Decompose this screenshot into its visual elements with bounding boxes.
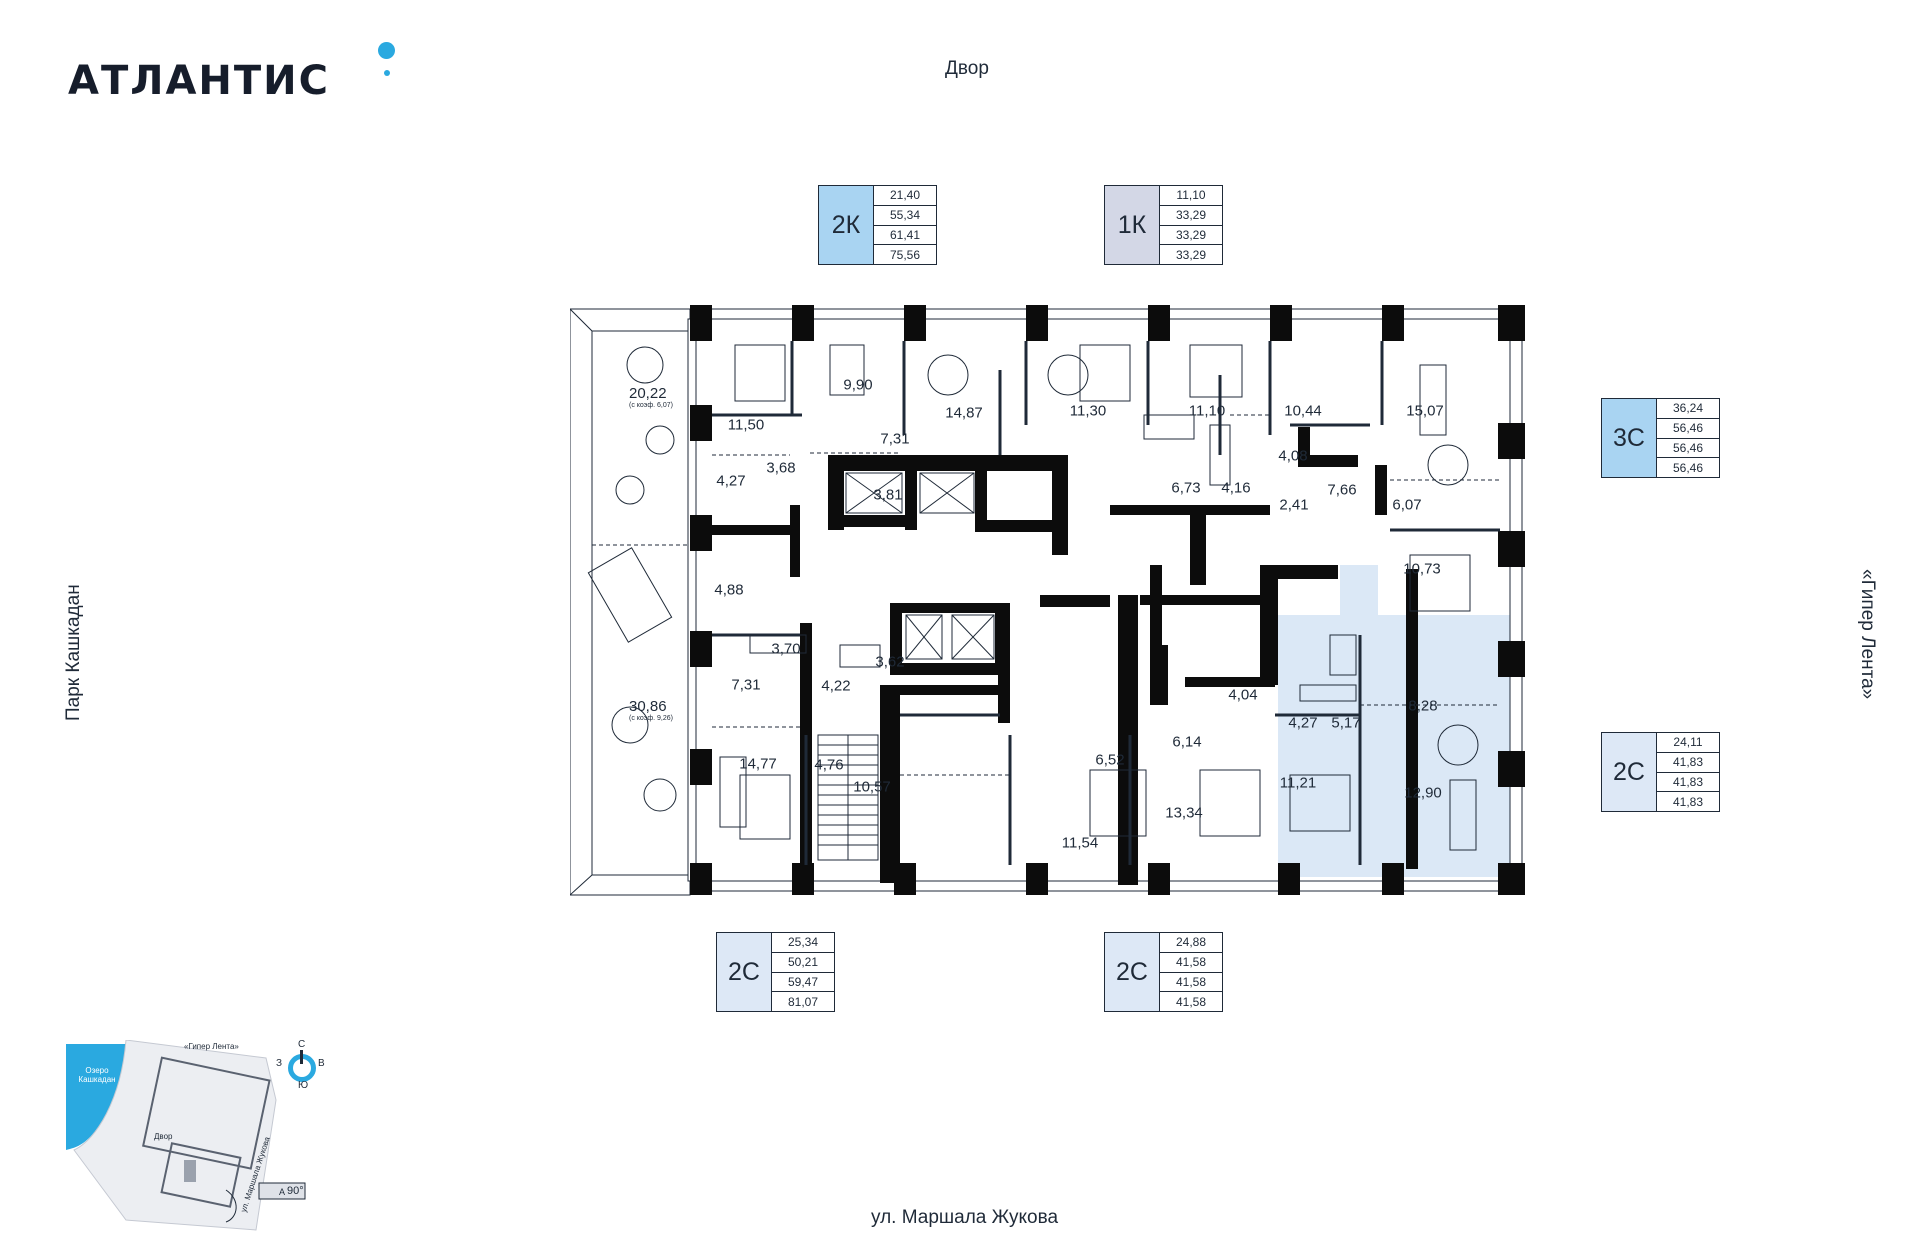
room-area-label: 7,66: [1327, 481, 1357, 499]
room-area-label: 4,27: [716, 472, 746, 490]
card-type: 3С: [1602, 399, 1657, 477]
room-area-label: 4,04: [1228, 686, 1258, 704]
card-value: 41,83: [1672, 794, 1704, 809]
street-left-label: Парк Кашкадан: [63, 584, 84, 721]
card-value: 41,58: [1175, 994, 1207, 1009]
card-value: 41,58: [1160, 953, 1222, 973]
logo-dot-small-icon: [384, 70, 390, 76]
room-area-label: 10,73: [1403, 560, 1441, 578]
card-type: 2С: [1602, 733, 1657, 811]
room-area-label: 11,30: [1069, 402, 1107, 420]
street-bottom-label: ул. Маршала Жукова: [871, 1207, 1059, 1228]
room-area-label: 14,77: [739, 755, 777, 773]
apartment-card-2c-bottom[interactable]: 2С 24,88 41,58 41,58 41,58: [1104, 932, 1223, 1012]
minimap-hyper-label: «Гипер Лента»: [184, 1042, 239, 1051]
room-area-label: 7,31: [880, 430, 910, 448]
brand-logo: АТЛАНТИС: [68, 58, 331, 104]
room-area-label: 3,70: [771, 640, 801, 658]
site-minimap-drawing: [66, 1040, 306, 1231]
room-area-label: 14,87: [945, 404, 983, 422]
apartment-card-1k[interactable]: 1К 11,10 33,29 33,29 33,29: [1104, 185, 1223, 265]
card-value: 36,24: [1657, 399, 1719, 419]
room-area-label: 11,21: [1279, 774, 1317, 792]
card-value: 55,34: [874, 206, 936, 226]
floor-plan-drawing: [570, 305, 1525, 896]
room-area-label: 12,90: [1404, 784, 1442, 802]
room-area-label: 9,90: [843, 376, 873, 394]
room-area-label: 5,17: [1331, 714, 1361, 732]
card-type: 2К: [819, 186, 874, 264]
apartment-card-2c-right[interactable]: 2С 24,11 41,83 41,83 41,83: [1601, 732, 1720, 812]
room-area-label: 11,54: [1061, 834, 1099, 852]
card-value: 33,29: [1160, 226, 1222, 246]
minimap-rotation-label: 90°: [287, 1185, 304, 1197]
compass-south: Ю: [298, 1080, 309, 1091]
room-area-label: 20,22(с коэф. 6,07): [629, 385, 673, 409]
apartment-card-3c[interactable]: 3С 36,24 56,46 56,46 56,46: [1601, 398, 1720, 478]
room-area-label: 6,73: [1171, 479, 1201, 497]
compass: С Ю З В: [276, 1039, 338, 1092]
compass-north: С: [298, 1039, 306, 1050]
card-value: 24,88: [1160, 933, 1222, 953]
room-area-label: 2,41: [1279, 496, 1309, 514]
room-area-label: 10,57: [853, 778, 891, 796]
room-area-label: 4,76: [814, 756, 844, 774]
card-value: 75,56: [889, 247, 921, 262]
card-value: 50,21: [772, 953, 834, 973]
apartment-card-2k[interactable]: 2К 21,40 55,34 61,41 75,56: [818, 185, 937, 265]
card-type: 2С: [1105, 933, 1160, 1011]
room-area-label: 10,44: [1284, 402, 1322, 420]
room-area-label: 15,07: [1406, 402, 1444, 420]
room-area-label: 4,08: [1278, 447, 1308, 465]
room-area-label: 3,81: [873, 486, 903, 504]
card-type: 2С: [717, 933, 772, 1011]
card-value: 61,41: [874, 226, 936, 246]
room-area-label: 6,07: [1392, 496, 1422, 514]
card-value: 59,47: [772, 973, 834, 993]
card-value: 56,46: [1672, 460, 1704, 475]
card-value: 11,10: [1160, 186, 1222, 206]
minimap-section-label: А: [279, 1187, 286, 1197]
room-area-label: 3,68: [766, 459, 796, 477]
room-area-label: 4,88: [714, 581, 744, 599]
street-top-label: Двор: [945, 58, 989, 79]
room-area-label: 4,22: [821, 677, 851, 695]
site-minimap: Озеро Кашкадан «Гипер Лента» Двор ул. Ма…: [66, 1040, 346, 1240]
card-value: 41,83: [1657, 753, 1719, 773]
card-value: 33,29: [1160, 206, 1222, 226]
room-area-label: 13,34: [1165, 804, 1203, 822]
compass-east: В: [318, 1058, 325, 1069]
card-type: 1К: [1105, 186, 1160, 264]
card-value: 25,34: [772, 933, 834, 953]
floor-plan: 20,22(с коэф. 6,07) 11,50 9,90 14,87 11,…: [570, 305, 1525, 900]
room-area-label: 11,10: [1188, 402, 1226, 420]
card-value: 41,83: [1657, 773, 1719, 793]
logo-dot-icon: [378, 42, 395, 59]
room-area-label: 11,50: [727, 416, 765, 434]
card-value: 56,46: [1657, 439, 1719, 459]
room-area-label: 4,27: [1288, 714, 1318, 732]
minimap-yard-label: Двор: [154, 1132, 173, 1141]
minimap-lake-label: Озеро Кашкадан: [78, 1066, 116, 1084]
street-right-label: «Гипер Лента»: [1857, 569, 1878, 700]
room-area-label: 3,62: [875, 653, 905, 671]
compass-west: З: [276, 1058, 283, 1069]
card-value: 33,29: [1175, 247, 1207, 262]
card-value: 41,58: [1160, 973, 1222, 993]
room-area-label: 4,16: [1221, 479, 1251, 497]
card-value: 24,11: [1657, 733, 1719, 753]
card-value: 21,40: [874, 186, 936, 206]
room-area-label: 7,31: [731, 676, 761, 694]
room-area-label: 30,86(с коэф. 9,26): [629, 698, 673, 722]
compass-needle-icon: [300, 1050, 303, 1064]
apartment-card-2c-bottom-left[interactable]: 2С 25,34 50,21 59,47 81,07: [716, 932, 835, 1012]
room-area-label: 6,52: [1095, 751, 1125, 769]
card-value: 56,46: [1657, 419, 1719, 439]
room-area-label: 8,28: [1408, 697, 1438, 715]
card-value: 81,07: [787, 994, 819, 1009]
room-area-label: 6,14: [1172, 733, 1202, 751]
